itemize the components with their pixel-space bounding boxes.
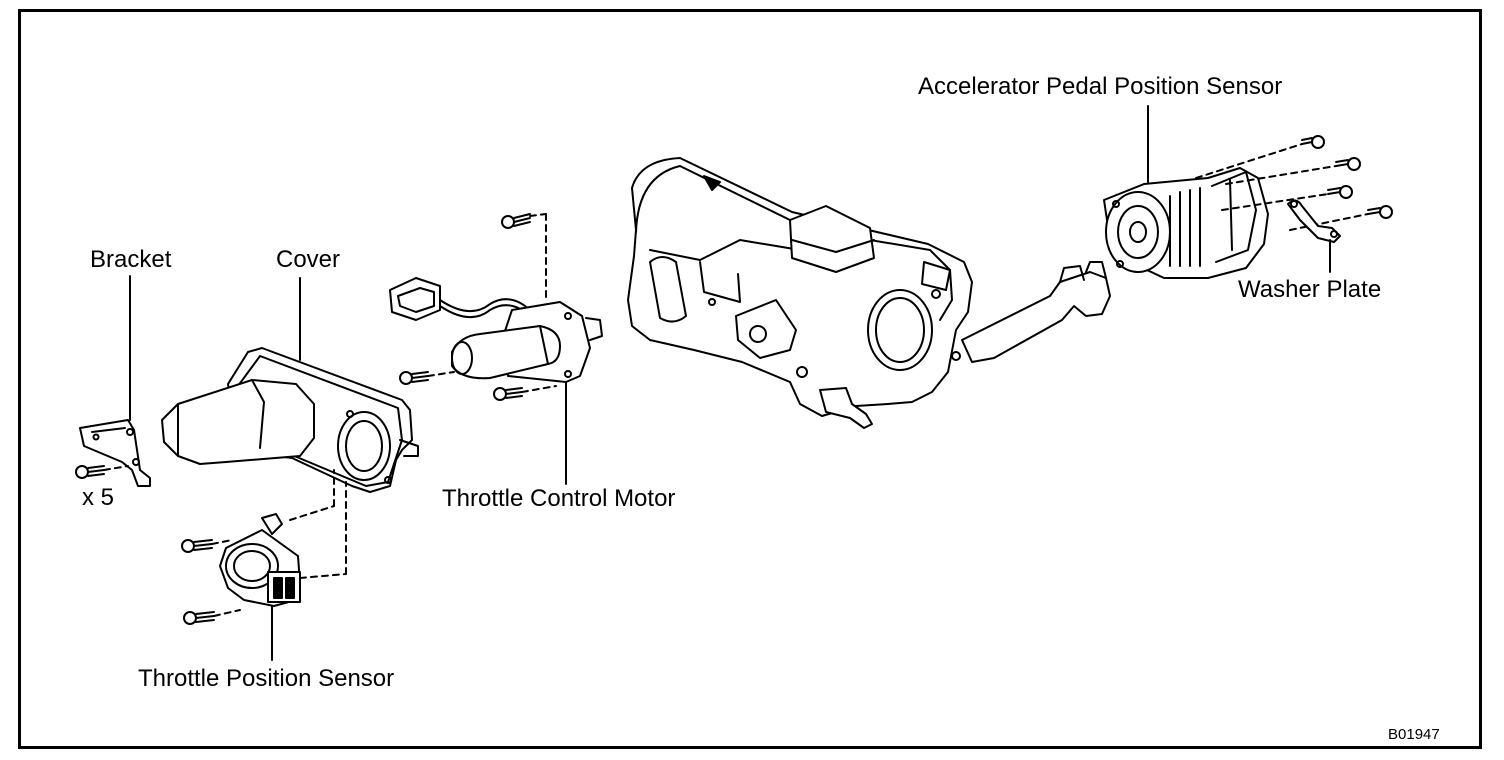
bracket-bolt-icon — [75, 465, 105, 479]
motor-bolt-left-icon — [399, 371, 429, 385]
bracket-part — [79, 419, 151, 487]
throttle-linkage-arm — [961, 261, 1111, 363]
tps-bolt-lower-icon — [183, 611, 215, 625]
tps-bolt-upper-icon — [181, 539, 213, 553]
label-washer-plate: Washer Plate — [1238, 276, 1382, 303]
label-accelerator-pedal-position-sensor: Accelerator Pedal Position Sensor — [918, 73, 1283, 100]
apps-bolt-2-icon — [1335, 157, 1361, 171]
throttle-position-sensor-part — [219, 513, 301, 607]
accelerator-pedal-position-sensor-part — [1103, 167, 1269, 279]
throttle-body-part — [627, 157, 973, 429]
motor-bolt-bottom-icon — [493, 387, 523, 401]
throttle-control-motor-part — [389, 277, 603, 383]
label-bracket: Bracket — [90, 246, 172, 273]
motor-bolt-top-icon — [501, 213, 531, 229]
label-throttle-control-motor: Throttle Control Motor — [442, 485, 676, 512]
apps-bolt-3-icon — [1327, 185, 1353, 199]
label-bolt-count: x 5 — [82, 484, 115, 511]
label-cover: Cover — [276, 246, 341, 273]
label-throttle-position-sensor: Throttle Position Sensor — [138, 665, 395, 692]
figure-code: B01947 — [1388, 726, 1440, 743]
apps-bolt-4-icon — [1367, 205, 1393, 219]
motor-guide-lines — [427, 213, 557, 393]
tps-guide-lines — [211, 469, 347, 617]
apps-bolt-1-icon — [1301, 135, 1325, 149]
bracket-bolt-guide — [103, 465, 129, 471]
cover-part — [161, 347, 419, 493]
apps-guide-lines — [1195, 143, 1369, 231]
washer-plate-part — [1287, 199, 1341, 243]
